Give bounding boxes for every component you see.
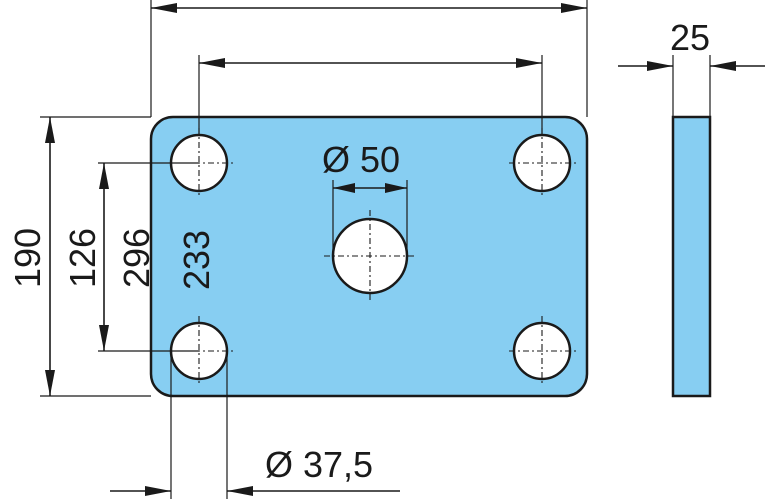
center-hole-diameter-label: Ø 50 xyxy=(322,139,400,180)
plate-side-view xyxy=(671,115,712,398)
thickness-label: 25 xyxy=(670,17,710,58)
extension-lines xyxy=(40,0,711,499)
center-lines xyxy=(166,128,577,386)
plate-height-label: 190 xyxy=(7,228,48,288)
plate-width-label: 296 xyxy=(116,228,157,288)
small-hole-diameter-label: Ø 37,5 xyxy=(265,444,373,485)
hole-spacing-vertical-label: 126 xyxy=(62,228,103,288)
hole-spacing-horizontal-label: 233 xyxy=(176,230,217,290)
dimension-lines xyxy=(45,3,765,496)
